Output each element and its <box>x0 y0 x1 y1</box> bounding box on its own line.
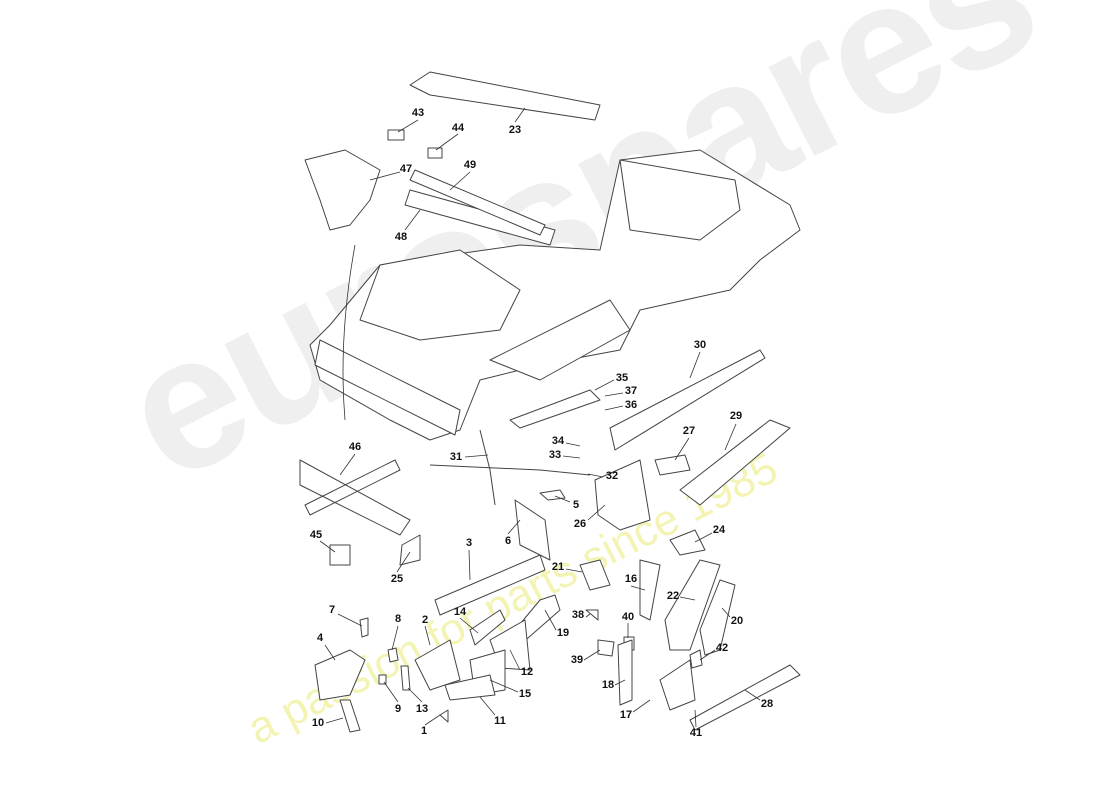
callout-12[interactable]: 12 <box>520 666 534 678</box>
callout-28[interactable]: 28 <box>760 698 774 710</box>
callout-3[interactable]: 3 <box>465 537 473 549</box>
callout-11[interactable]: 11 <box>494 715 506 727</box>
callout-14[interactable]: 14 <box>453 606 467 618</box>
callout-43[interactable]: 43 <box>411 107 425 119</box>
callout-39[interactable]: 39 <box>570 654 584 666</box>
callout-18[interactable]: 18 <box>601 679 615 691</box>
callout-26[interactable]: 26 <box>573 518 587 530</box>
callout-13[interactable]: 13 <box>415 703 429 715</box>
callout-38[interactable]: 38 <box>571 609 585 621</box>
callout-47[interactable]: 47 <box>399 163 413 175</box>
callout-45[interactable]: 45 <box>309 529 323 541</box>
leader-lines <box>319 107 761 728</box>
callout-17[interactable]: 17 <box>619 709 633 721</box>
callout-19[interactable]: 19 <box>556 627 570 639</box>
part-23 <box>409 71 601 121</box>
callout-4[interactable]: 4 <box>316 632 324 644</box>
callout-32[interactable]: 32 <box>605 470 619 482</box>
callout-33[interactable]: 33 <box>548 449 562 461</box>
callout-6[interactable]: 6 <box>504 535 512 547</box>
callout-34[interactable]: 34 <box>551 435 565 447</box>
callout-35[interactable]: 35 <box>615 372 629 384</box>
callout-41[interactable]: 41 <box>689 727 703 739</box>
callout-44[interactable]: 44 <box>451 122 465 134</box>
callout-48[interactable]: 48 <box>394 231 408 243</box>
callout-1[interactable]: 1 <box>420 725 428 737</box>
callout-5[interactable]: 5 <box>572 499 580 511</box>
callout-7[interactable]: 7 <box>328 604 336 616</box>
callout-21[interactable]: 21 <box>551 561 565 573</box>
callout-27[interactable]: 27 <box>682 425 696 437</box>
callout-40[interactable]: 40 <box>621 611 635 623</box>
callout-20[interactable]: 20 <box>730 615 744 627</box>
body-shell <box>309 149 801 441</box>
callout-15[interactable]: 15 <box>518 688 532 700</box>
callout-37[interactable]: 37 <box>624 385 638 397</box>
callout-2[interactable]: 2 <box>421 614 429 626</box>
callout-23[interactable]: 23 <box>508 124 522 136</box>
callout-42[interactable]: 42 <box>715 642 729 654</box>
callout-9[interactable]: 9 <box>394 703 402 715</box>
callout-49[interactable]: 49 <box>463 159 477 171</box>
callout-24[interactable]: 24 <box>712 524 726 536</box>
callout-10[interactable]: 10 <box>311 717 325 729</box>
callout-31[interactable]: 31 <box>449 451 463 463</box>
callout-22[interactable]: 22 <box>666 590 680 602</box>
callout-16[interactable]: 16 <box>624 573 638 585</box>
callout-8[interactable]: 8 <box>394 613 402 625</box>
callout-30[interactable]: 30 <box>693 339 707 351</box>
callout-46[interactable]: 46 <box>348 441 362 453</box>
callout-29[interactable]: 29 <box>729 410 743 422</box>
callout-25[interactable]: 25 <box>390 573 404 585</box>
callout-36[interactable]: 36 <box>624 399 638 411</box>
